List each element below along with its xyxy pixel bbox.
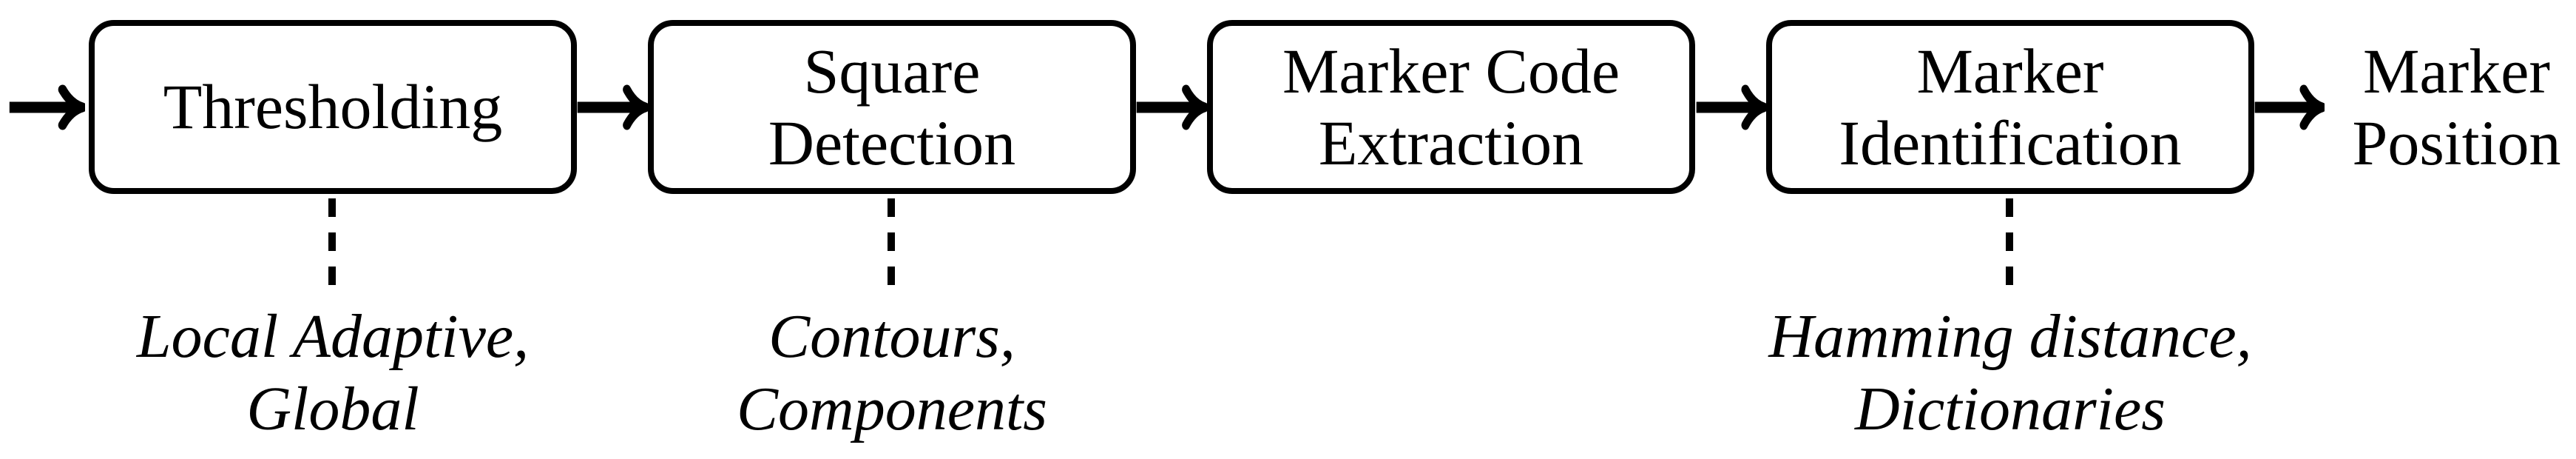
stage-label: Extraction <box>1318 107 1584 178</box>
output-label-line: Position <box>2352 107 2561 178</box>
annotation-line: Components <box>737 375 1047 443</box>
stage-label: Thresholding <box>163 71 503 142</box>
stage-box-marker-identification: Marker Identification <box>1766 20 2254 194</box>
dashed-connector-square-detection <box>888 197 895 295</box>
flow-arrow-icon <box>1695 84 1766 131</box>
flow-arrow-icon <box>576 84 648 131</box>
dashed-connector-marker-identification <box>2006 197 2013 295</box>
annotation-line: Hamming distance, <box>1768 302 2252 371</box>
stage-label: Square <box>803 35 981 107</box>
flow-arrow-output-icon <box>2254 84 2325 131</box>
stage-box-thresholding: Thresholding <box>89 20 577 194</box>
flow-arrow-icon <box>1135 84 1207 131</box>
annotation-line: Contours, <box>768 302 1015 371</box>
annotation-line: Global <box>246 375 419 443</box>
dashed-connector-thresholding <box>328 197 336 295</box>
output-label-marker-position: Marker Position <box>2337 20 2576 194</box>
stage-annotation-marker-identification: Hamming distance, Dictionaries <box>1714 301 2306 446</box>
annotation-line: Dictionaries <box>1855 375 2166 443</box>
annotation-line: Local Adaptive, <box>136 302 530 371</box>
flow-arrow-input-icon <box>8 84 85 131</box>
stage-label: Detection <box>768 107 1016 178</box>
stage-label: Identification <box>1839 107 2182 178</box>
stage-box-marker-code-extraction: Marker Code Extraction <box>1207 20 1695 194</box>
stage-annotation-square-detection: Contours, Components <box>596 301 1188 446</box>
stage-label: Marker <box>1916 35 2104 107</box>
stage-label: Marker Code <box>1282 35 1620 107</box>
stage-box-square-detection: Square Detection <box>648 20 1136 194</box>
output-label-line: Marker <box>2362 35 2551 107</box>
stage-annotation-thresholding: Local Adaptive, Global <box>37 301 629 446</box>
